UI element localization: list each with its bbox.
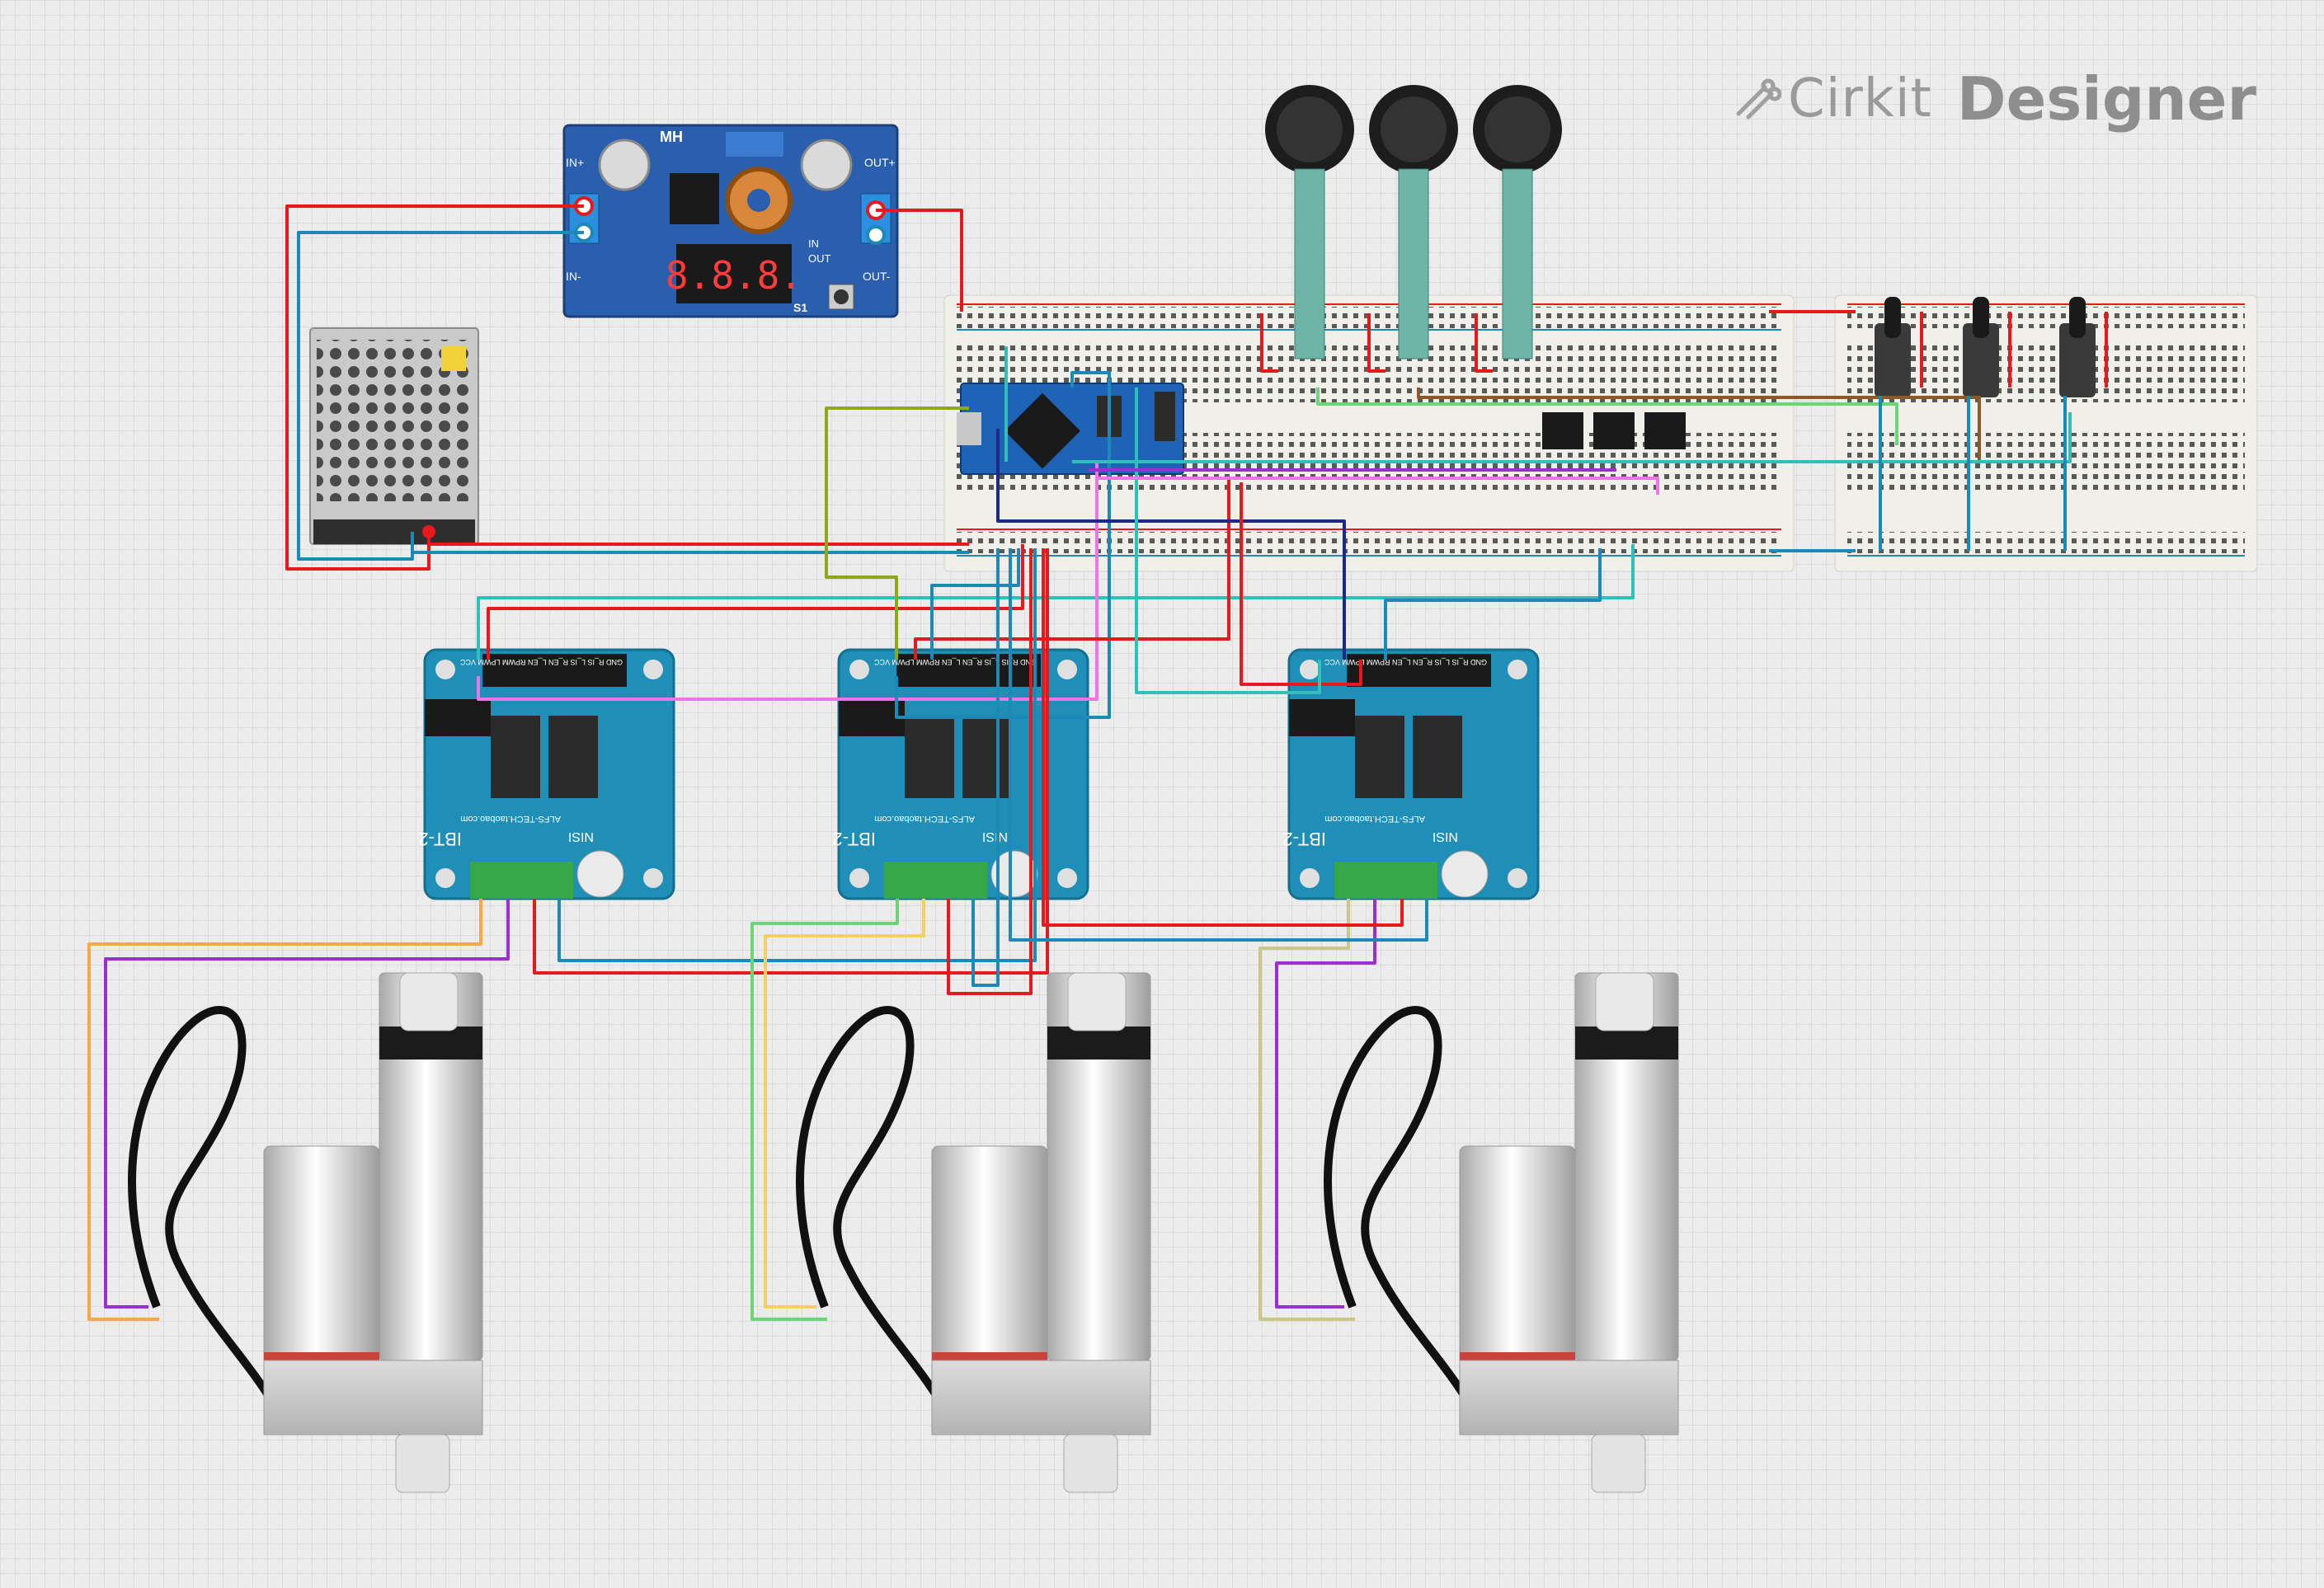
driver-2-model: IBT-2 (832, 829, 876, 849)
wire-act2-blue (971, 548, 1000, 987)
wire-act1-orange (87, 899, 482, 1321)
force-sensor-2 (1369, 85, 1458, 359)
motor-driver-1: IBT-2 NISI ALFS-TECH.taobao.com GND R_IS… (418, 648, 675, 900)
linear-actuator-3 (1324, 972, 1679, 1493)
wire-sensor-out-teal (1072, 412, 2072, 463)
wire-sensor-2 (1367, 313, 1385, 373)
wire-act2-red (947, 548, 1033, 995)
wire-buck-out-red (876, 209, 963, 312)
wire-act1-blue (557, 548, 1037, 962)
driver-2-url: ALFS-TECH.taobao.com (874, 814, 975, 824)
power-supply (309, 327, 479, 545)
buck-label-in-minus: IN- (566, 270, 581, 283)
wire-d2-olive (825, 406, 969, 660)
wire-d2-red (914, 478, 1230, 660)
wire-act2-yellow (764, 899, 925, 1308)
buck-label-s1: S1 (793, 301, 807, 314)
optocouplers (1542, 412, 1686, 449)
wire-act3-blue (1009, 548, 1428, 942)
buck-label-out: OUT (808, 252, 831, 265)
wire-act3-purple (1275, 899, 1376, 1308)
arduino-nano (957, 383, 1184, 475)
voltage-display: 8.8.8. (666, 253, 802, 298)
wire-psu-red (285, 204, 584, 571)
driver-1-brand: NISI (568, 829, 594, 843)
driver-3-pins: GND R_IS L_IS R_EN L_EN RPWM LPWM VCC (1324, 658, 1487, 666)
wire-sensor-out-brown (1417, 388, 1981, 462)
buck-label-out-plus: OUT+ (864, 156, 896, 169)
wire-act1-purple (104, 899, 510, 1308)
buck-label-out-minus: OUT- (863, 270, 891, 283)
wire-d3-blue (1384, 548, 1602, 660)
driver-1-pins: GND R_IS L_IS R_EN L_EN RPWM LPWM VCC (459, 658, 623, 666)
motor-driver-2: IBT-2 NISI ALFS-TECH.taobao.com GND R_IS… (832, 648, 1089, 900)
cirkit-designer-logo: Cirkit Designer (1732, 58, 2256, 140)
wire-d2-blue (895, 371, 1111, 719)
wire-d3-teal (1135, 388, 1321, 694)
wire-sensor-out-green (1316, 388, 1898, 445)
buck-label-in-plus: IN+ (566, 156, 584, 169)
wire-d3-red (1240, 482, 1362, 686)
potentiometers (1875, 297, 2096, 397)
wire-act1-red (533, 548, 1049, 975)
buck-label-mh: MH (660, 129, 683, 145)
cirkit-logo-icon (1736, 78, 1781, 120)
linear-actuator-1 (128, 972, 483, 1493)
driver-2-brand: NISI (982, 829, 1008, 843)
motor-driver-3: IBT-2 NISI ALFS-TECH.taobao.com GND R_IS… (1282, 648, 1540, 900)
wire-sensor-1 (1260, 313, 1278, 373)
wire-pink-signal (1097, 477, 1659, 495)
linear-actuator-2 (796, 972, 1151, 1493)
driver-2-pins: GND R_IS L_IS R_EN L_EN RPWM LPWM VCC (873, 658, 1037, 666)
wire-act2-green (750, 899, 899, 1321)
buck-converter: 8.8.8. MH IN+ IN- OUT+ OUT- IN OUT S1 (562, 124, 899, 318)
wires (87, 204, 2108, 1321)
wire-d1-red (487, 544, 1024, 660)
wire-d2-blue2 (930, 548, 1020, 660)
logo-brand-text: Cirkit (1788, 68, 1932, 129)
force-sensors (1265, 85, 1562, 359)
wire-d3-navy (996, 429, 1346, 660)
logo-product-text: Designer (1956, 64, 2256, 134)
potentiometer-3 (2059, 297, 2096, 397)
force-sensor-3 (1473, 85, 1562, 359)
wire-psu-blue (297, 231, 584, 561)
wire-d1-teal (477, 544, 1635, 660)
wire-act3-red (1042, 548, 1404, 927)
driver-1-url: ALFS-TECH.taobao.com (460, 814, 561, 824)
buck-label-in: IN (808, 237, 819, 250)
wire-sensor-3 (1475, 313, 1493, 373)
driver-3-brand: NISI (1433, 829, 1458, 843)
potentiometer-2 (1963, 297, 1999, 397)
driver-3-model: IBT-2 (1282, 829, 1326, 849)
potentiometer-1 (1875, 297, 1911, 397)
wire-act3-olive (1258, 899, 1355, 1321)
driver-3-url: ALFS-TECH.taobao.com (1324, 814, 1425, 824)
force-sensor-1 (1265, 85, 1354, 359)
wire-d1-pink (477, 462, 1098, 701)
driver-1-model: IBT-2 (418, 829, 462, 849)
